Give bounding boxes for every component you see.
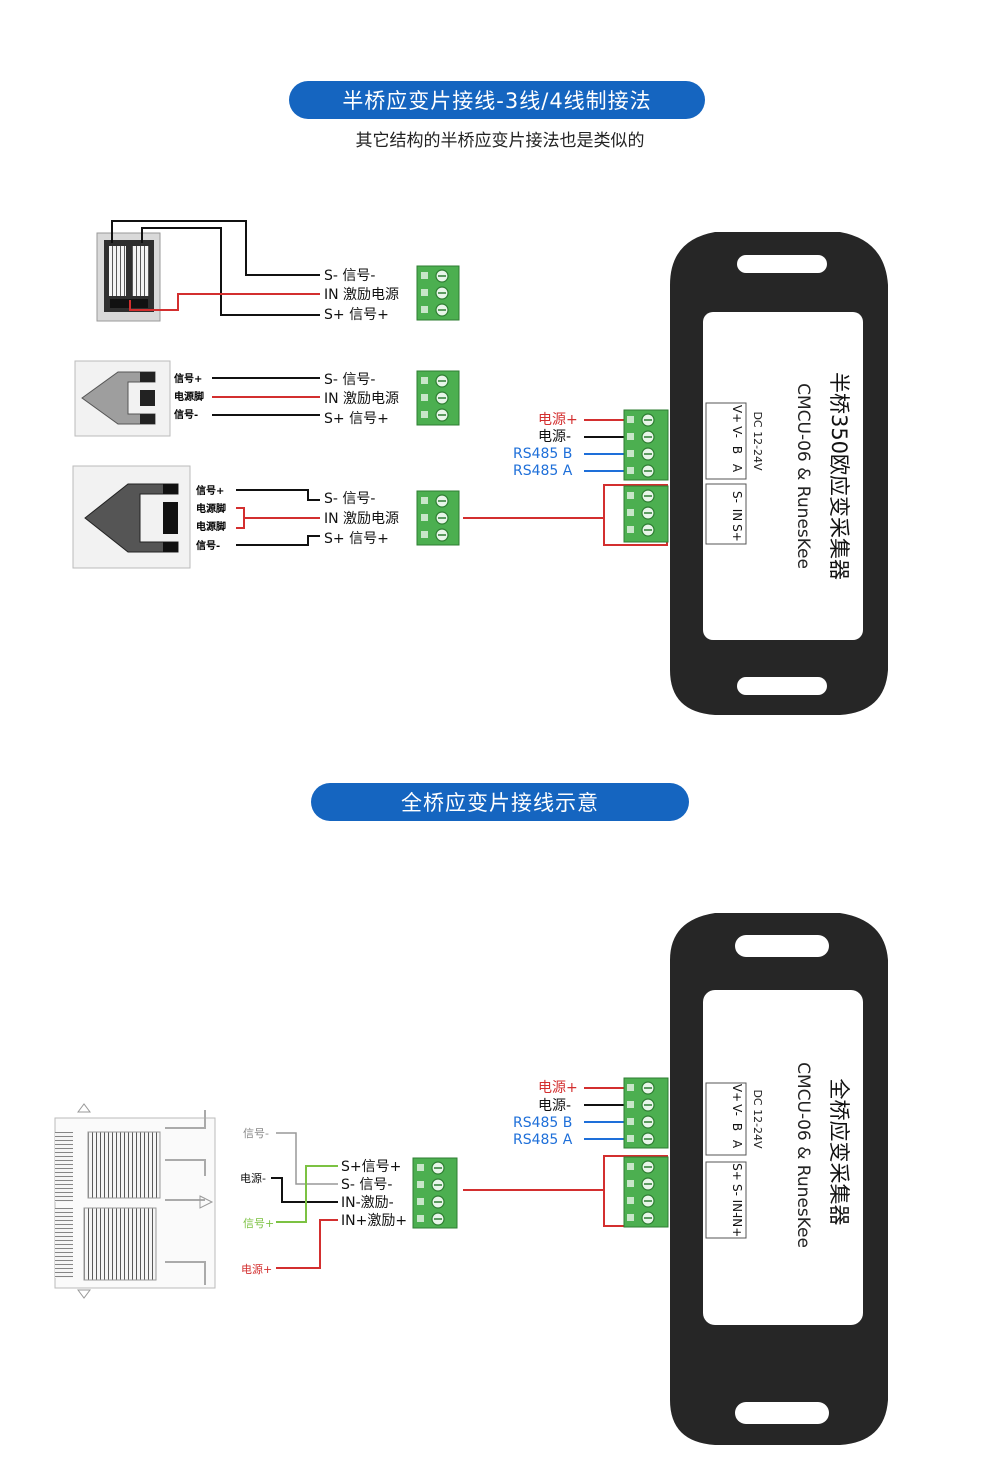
device2-model: CMCU-06 & RunesKee (793, 1062, 813, 1248)
gauge3-wire (236, 489, 320, 501)
gauge3-pin-label: 信号+ (196, 484, 224, 497)
full-bridge-wire-in-plus (276, 1219, 338, 1269)
rs485-a-label: RS485 A (513, 463, 573, 479)
gauge3-pin-label: 电源脚 (196, 502, 226, 515)
gauge3-image (72, 465, 191, 569)
device1-pin: S- (730, 491, 744, 503)
section2-title: 全桥应变片接线示意 (401, 791, 599, 815)
terminal-label: IN+激励+ (341, 1212, 407, 1229)
device2 (623, 913, 888, 1445)
full-bridge-label: 信号- (243, 1127, 269, 1140)
gauge1-wire-s-plus (141, 227, 320, 316)
device2-pin: S+ (730, 1163, 744, 1181)
full-bridge-label: 信号+ (243, 1217, 274, 1230)
device2-pin: B (730, 1123, 744, 1131)
device1-pin: V- (730, 426, 744, 438)
gauge2-pin-label: 电源脚 (174, 390, 204, 403)
device1-pin: V+ (730, 405, 744, 423)
terminal-block-2 (416, 370, 460, 426)
device2-title: 全桥应变采集器 (827, 1079, 851, 1226)
device2-pin: IN+ (730, 1215, 744, 1238)
terminal-label: IN-激励- (341, 1194, 394, 1211)
power-minus-label: 电源- (538, 429, 571, 445)
terminal-label: S- 信号- (324, 491, 375, 507)
device1-title: 半桥350欧应变采集器 (827, 372, 851, 580)
gauge3-wire (236, 507, 245, 529)
full-bridge-label: 电源- (240, 1171, 266, 1185)
rs485-b-label: RS485 B (513, 1115, 572, 1131)
device1-pin: S+ (730, 524, 744, 542)
section2-title-pill: 全桥应变片接线示意 (311, 783, 689, 821)
full-bridge-gauge-image (54, 1103, 216, 1299)
device2-pin: A (730, 1140, 744, 1149)
terminal-label: S- 信号- (324, 268, 375, 284)
gauge1-wire-s-minus (111, 220, 320, 276)
rs485-b-label: RS485 B (513, 446, 572, 462)
device2-pin: S- (730, 1184, 744, 1196)
terminal-label: S+ 信号+ (324, 307, 389, 323)
gauge2-pin-label: 信号- (174, 408, 198, 421)
gauge2-image (74, 360, 171, 437)
terminal-block-4 (412, 1157, 458, 1229)
terminal-label: S+ 信号+ (324, 411, 389, 427)
gauge3-pin-label: 电源脚 (196, 520, 226, 533)
terminal-block-1 (416, 265, 460, 321)
device2-pin: V- (730, 1104, 744, 1116)
gauge2-pin-label: 信号+ (174, 372, 202, 385)
device1-model: CMCU-06 & RunesKee (793, 383, 813, 569)
device2-voltage: DC 12-24V (751, 1089, 764, 1149)
device2-pin: IN- (730, 1200, 744, 1217)
section1-subtitle: 其它结构的半桥应变片接法也是类似的 (355, 131, 645, 151)
power-plus-label: 电源+ (538, 1080, 578, 1096)
full-bridge-wire-s-plus (276, 1165, 338, 1223)
section1-title-pill: 半桥应变片接线-3线/4线制接法 (289, 81, 705, 119)
device1-pin: IN (730, 509, 744, 522)
full-bridge-label: 电源+ (241, 1262, 272, 1276)
gauge1-wire-in (129, 293, 320, 311)
terminal-label: S+ 信号+ (324, 531, 389, 547)
terminal-label: S- 信号- (324, 372, 375, 388)
device2-pin: V+ (730, 1084, 744, 1102)
terminal-label: S- 信号- (341, 1177, 392, 1193)
gauge3-pin-label: 信号- (196, 539, 220, 552)
section1-title: 半桥应变片接线-3线/4线制接法 (342, 89, 652, 113)
device1-pin: B (730, 446, 744, 454)
full-bridge-wire-in-minus (271, 1177, 338, 1203)
device1 (623, 232, 888, 715)
power-plus-label: 电源+ (538, 412, 578, 428)
terminal-label: S+信号+ (341, 1159, 401, 1175)
gauge1-image (96, 232, 161, 322)
device1-voltage: DC 12-24V (751, 411, 764, 471)
terminal-label: IN 激励电源 (324, 390, 399, 407)
terminal-label: IN 激励电源 (324, 286, 399, 303)
power-minus-label: 电源- (538, 1098, 571, 1114)
full-bridge-wire-s-minus (276, 1132, 338, 1185)
rs485-a-label: RS485 A (513, 1132, 573, 1148)
device1-pin: A (730, 464, 744, 473)
gauge3-wire (236, 535, 320, 546)
terminal-block-3 (416, 490, 460, 546)
terminal-label: IN 激励电源 (324, 510, 399, 527)
